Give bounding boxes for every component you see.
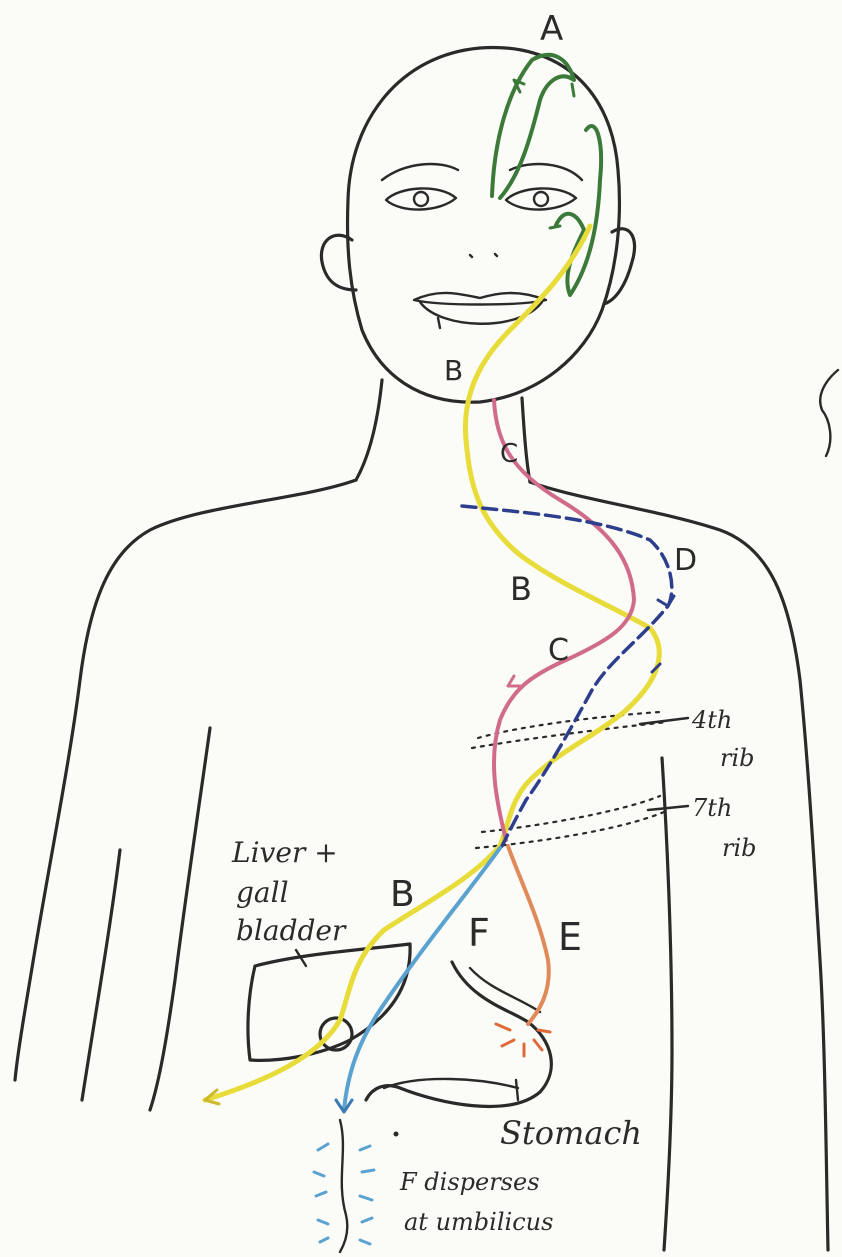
meridian-paths (205, 55, 674, 1252)
organs (248, 944, 551, 1106)
stomach-lower (384, 1079, 518, 1088)
nose (470, 254, 497, 257)
label-fourth-rib-2: rib (720, 744, 755, 772)
label-a: A (540, 9, 563, 49)
path-c-arrow (508, 676, 520, 686)
path-b (205, 226, 659, 1100)
right-pupil (534, 192, 548, 206)
dispersal-marks (314, 1144, 374, 1244)
path-e-rays (496, 1024, 550, 1056)
path-d (462, 506, 672, 846)
fourth-rib-pointer (640, 718, 688, 724)
left-arm-lower (82, 850, 120, 1100)
fourth-rib-line-2 (472, 722, 668, 748)
label-seventh-rib-2: rib (722, 834, 757, 862)
umbilicus-dot (394, 1132, 399, 1137)
label-f: F (468, 911, 490, 955)
label-c-chest: C (548, 633, 569, 668)
label-stomach: Stomach (500, 1114, 642, 1152)
label-liver-3: bladder (236, 914, 347, 947)
seventh-rib-pointer (648, 806, 688, 810)
chin-mark (438, 318, 440, 328)
label-e: E (558, 915, 582, 959)
label-liver-2: gall (236, 876, 289, 909)
torso-right-side (662, 758, 672, 1250)
stomach-pointer (516, 1080, 518, 1100)
label-fourth-rib-1: 4th (691, 706, 732, 734)
torso-left-side (150, 728, 210, 1110)
label-disperses-1: F disperses (399, 1168, 540, 1196)
label-b-chest: B (510, 570, 532, 608)
umbilicus-line (340, 1120, 347, 1252)
body-outline (15, 47, 828, 1250)
path-a (492, 55, 601, 295)
label-d: D (674, 543, 697, 578)
label-c-neck: C (500, 439, 518, 469)
mouth-upper (414, 293, 546, 305)
label-b-chin: B (444, 354, 463, 387)
head-outline (348, 47, 620, 402)
stomach-inner (470, 968, 540, 1012)
label-seventh-rib-1: 7th (692, 794, 732, 822)
left-shoulder-arm (15, 480, 356, 1080)
label-b-abdomen: B (390, 874, 415, 915)
label-disperses-2: at umbilicus (404, 1208, 553, 1236)
label-liver-1: Liver + (231, 836, 338, 869)
path-f (344, 848, 500, 1110)
left-pupil (414, 192, 428, 206)
neck-left (356, 380, 382, 480)
left-eyebrow (382, 164, 458, 180)
hand-sketch (820, 370, 838, 456)
